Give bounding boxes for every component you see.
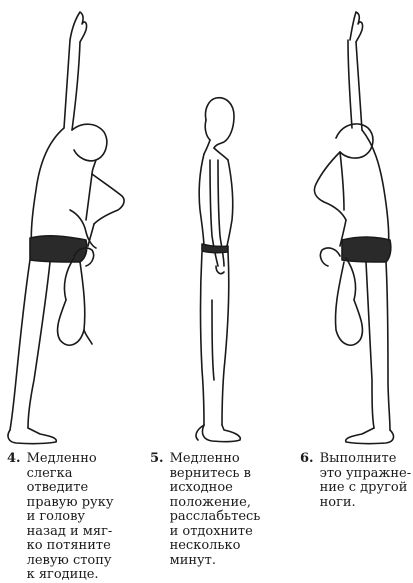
caption-line: исходное	[169, 480, 233, 495]
caption-line: Выполните	[319, 451, 397, 466]
caption-line: минут.	[169, 552, 216, 568]
caption-line: Медленно	[169, 451, 240, 466]
figure-6-drawing	[313, 11, 395, 445]
caption-step-6: 6. Выполните это упражне- ние с другой н…	[300, 451, 412, 510]
figure-5-illustration	[148, 0, 258, 450]
figure-6-illustration	[280, 0, 413, 450]
figure-4-drawing	[7, 11, 125, 445]
caption-step-5: 5. Медленно вернитесь в исходное положен…	[150, 451, 261, 568]
step-number: 4.	[7, 451, 21, 466]
caption-line: назад и мяг-	[26, 523, 113, 539]
caption-step-4: 4. Медленно слегка отведите правую руку …	[7, 451, 114, 583]
caption-line: отведите	[26, 480, 89, 495]
caption-line: вернитесь в	[169, 465, 251, 481]
caption-line: левую стопу	[26, 552, 112, 568]
caption-line: правую руку	[26, 494, 114, 510]
caption-line: к ягодице.	[26, 567, 99, 582]
caption-line: Медленно	[26, 451, 97, 466]
caption-text: Выполните это упражне- ние с другой ноги…	[319, 451, 412, 510]
caption-line: ние с другой	[319, 480, 408, 495]
step-number: 5.	[150, 451, 164, 466]
caption-line: положение,	[169, 494, 251, 510]
caption-text: Медленно вернитесь в исходное положение,…	[169, 451, 261, 568]
caption-line: это упражне-	[319, 465, 412, 481]
caption-line: и отдохните	[169, 523, 253, 539]
caption-line: ко потяните	[26, 538, 111, 553]
caption-line: ноги.	[319, 494, 356, 510]
caption-line: слегка	[26, 465, 73, 481]
step-number: 6.	[300, 451, 314, 466]
caption-line: и голову	[26, 509, 86, 524]
caption-line: расслабьтесь	[169, 509, 261, 524]
figure-5-drawing	[195, 96, 242, 443]
figure-4-illustration	[0, 0, 140, 450]
caption-line: несколько	[169, 538, 241, 553]
caption-text: Медленно слегка отведите правую руку и г…	[26, 451, 114, 583]
